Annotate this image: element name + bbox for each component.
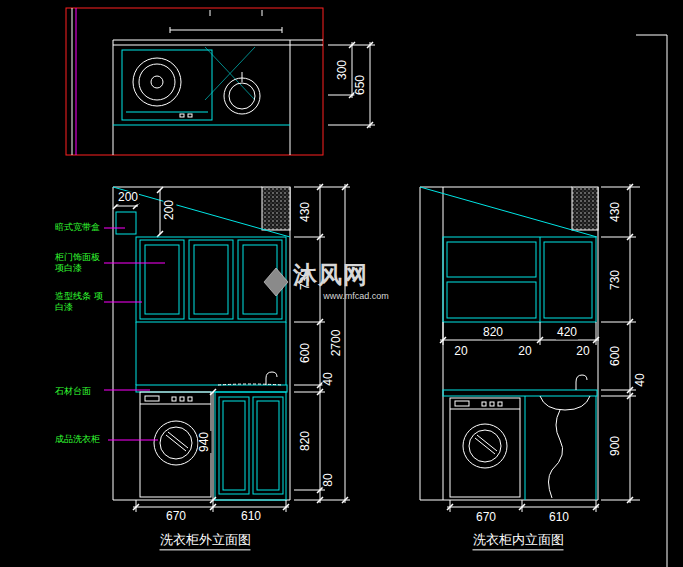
annotation-text: 暗式宽带盒 (55, 223, 100, 233)
dimension-text: 610 (240, 510, 262, 523)
dimension-text: 200 (163, 199, 176, 221)
dimension-text: 300 (336, 59, 349, 81)
watermark-url: www.mfcad.com (323, 292, 389, 302)
dimension-text: 600 (299, 342, 312, 364)
dimension-text: 730 (609, 269, 622, 291)
dimension-text: 430 (299, 201, 312, 223)
dimension-text: 600 (609, 345, 622, 367)
dimension-text: 40 (322, 371, 335, 386)
annotation-text: 柜门饰面板 项白漆 (55, 252, 103, 274)
drawing-title: 洗衣柜内立面图 (473, 533, 564, 550)
dimension-text: 820 (482, 326, 504, 339)
dimension-text: 420 (556, 326, 578, 339)
dimension-text: 430 (609, 201, 622, 223)
dimension-text: 20 (517, 345, 532, 358)
annotation-text: 造型线条 项白漆 (55, 291, 103, 313)
dimension-text: 2700 (330, 329, 343, 358)
dimension-text: 650 (354, 74, 367, 96)
dimension-text: 20 (575, 345, 590, 358)
dimension-text: 20 (453, 345, 468, 358)
dimension-text: 820 (299, 430, 312, 452)
annotation-text: 石材台面 (55, 387, 91, 397)
watermark: 沐风网 (293, 262, 368, 288)
dimension-text: 670 (475, 511, 497, 524)
dimension-text: 900 (609, 435, 622, 457)
drawing-title: 洗衣柜外立面图 (160, 533, 251, 550)
dimension-text: 200 (117, 191, 139, 204)
dimension-text: 610 (548, 511, 570, 524)
dimension-text: 670 (165, 510, 187, 523)
dimension-text: 940 (198, 431, 211, 453)
dimension-text: 40 (634, 372, 647, 387)
dimension-text: 80 (322, 472, 335, 487)
annotation-text: 成品洗衣柜 (55, 435, 100, 445)
